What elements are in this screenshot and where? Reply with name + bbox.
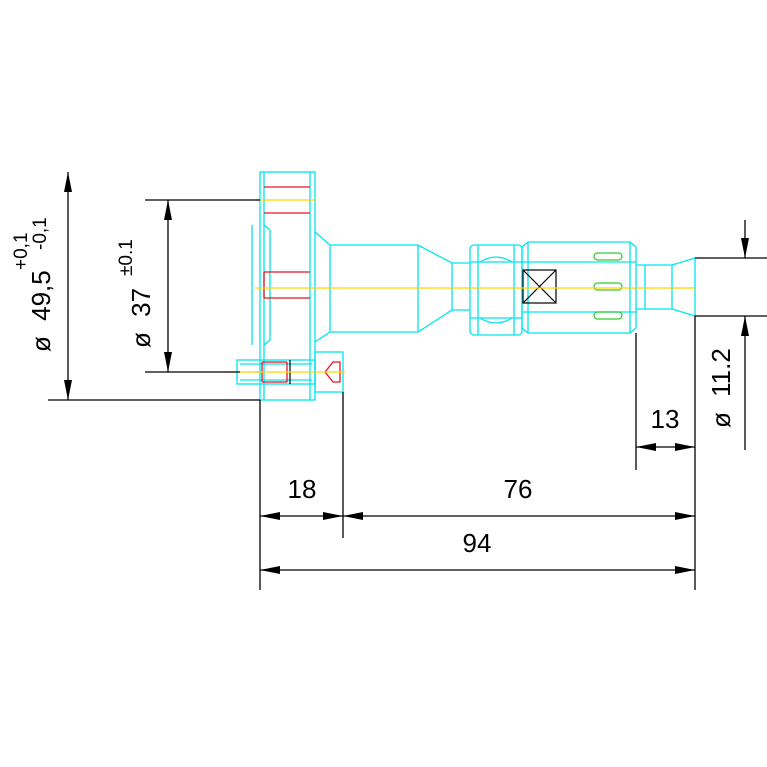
dim-body-length: 76 (343, 474, 695, 520)
tip-dia-value: 11.2 (706, 348, 736, 397)
thread-marks (593, 252, 623, 320)
center-lines (230, 199, 695, 373)
bolt-circle-symbol: ø (126, 332, 156, 348)
bolt-circle-value: 37 (126, 288, 156, 317)
bolt-circle-tol: ±0.1 (116, 239, 137, 276)
body-length-value: 76 (504, 474, 533, 504)
connector-body (521, 241, 637, 334)
tip-length-value: 13 (651, 404, 680, 434)
dim-flange-diameter: ø 49,5 +0,1 -0,1 (11, 172, 260, 401)
dim-tip-diameter: ø 11.2 (695, 220, 767, 450)
wrench-flat-mark (522, 269, 557, 304)
flange-length-value: 18 (288, 474, 317, 504)
dim-tip-length: 13 (636, 404, 695, 451)
svg-text:ø 37: ø 37 (126, 288, 156, 348)
dim-overall-length: 94 (260, 528, 695, 574)
svg-text:ø 49,5: ø 49,5 (26, 270, 56, 352)
dim-flange-length: 18 (260, 474, 343, 520)
dim-bolt-circle: ø 37 ±0.1 (116, 199, 260, 373)
part-outline (236, 171, 696, 401)
flange-dia-tol-upper: +0,1 (11, 232, 32, 270)
flange-plate (259, 171, 316, 401)
flange-dia-symbol: ø (26, 336, 56, 352)
hidden-lines (263, 186, 310, 299)
flange-dia-value: 49,5 (26, 270, 56, 321)
tip-dia-symbol: ø (706, 412, 736, 428)
svg-text:ø 11.2: ø 11.2 (706, 348, 736, 428)
tip-nozzle (636, 257, 696, 317)
overall-length-value: 94 (463, 528, 492, 558)
flange-dia-tol-lower: -0,1 (30, 217, 51, 250)
